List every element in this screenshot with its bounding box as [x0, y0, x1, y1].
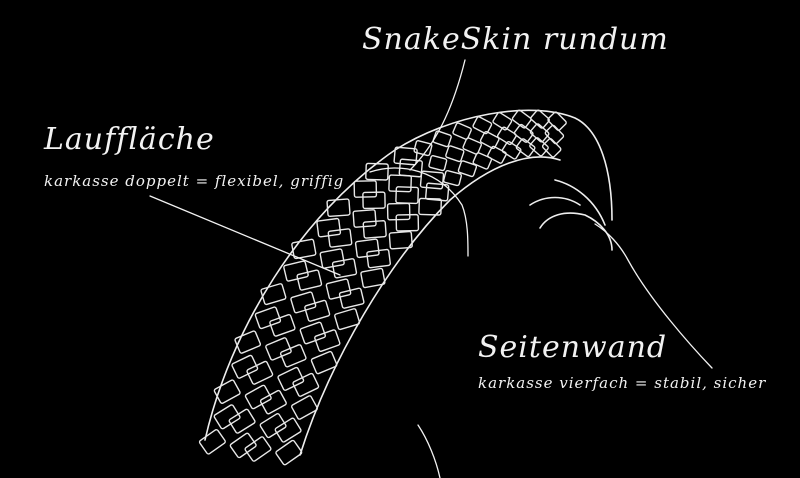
tread-knob — [360, 267, 386, 289]
tread-knob — [213, 379, 241, 404]
annotation-tread-title: Lauffläche — [44, 122, 215, 157]
tread-knob — [362, 220, 387, 239]
tire-bead — [539, 212, 613, 251]
tread-knob — [445, 145, 465, 163]
annotation-snakeskin: SnakeSkin rundum — [362, 22, 669, 57]
tread-knob — [393, 146, 418, 166]
tread-knob — [254, 306, 282, 330]
pointer-snakeskin — [369, 59, 469, 257]
tread-knob — [362, 191, 386, 210]
tread-knob — [452, 122, 472, 140]
tread-knob — [515, 138, 536, 158]
tread-knob — [234, 330, 262, 354]
tread-knob — [314, 329, 341, 352]
tread-knob — [432, 130, 452, 148]
tire-sidewall-band — [554, 179, 606, 226]
tread-knob — [198, 429, 226, 455]
tread-knob — [418, 197, 442, 216]
tread-knob — [259, 413, 287, 439]
tread-knob — [269, 314, 296, 337]
tread-knob — [366, 248, 391, 269]
tread-knob — [395, 213, 420, 232]
annotation-tread-note: karkasse doppelt = flexibel, griffig — [44, 172, 345, 190]
annotation-sidewall-note: karkasse vierfach = stabil, sicher — [478, 374, 767, 392]
tread-knob — [331, 258, 358, 279]
tread-knob — [334, 308, 361, 331]
tread-knob — [353, 180, 378, 198]
tread-knob — [395, 186, 419, 205]
tread-knobs — [198, 109, 567, 466]
tread-knob — [325, 278, 352, 300]
tire-inner-edge — [299, 156, 561, 456]
tread-knob — [428, 155, 448, 172]
tread-knob — [365, 162, 389, 181]
tread-knob — [291, 238, 317, 260]
tread-knob — [352, 209, 377, 228]
tread-knob — [388, 230, 413, 250]
tread-knob — [541, 138, 562, 158]
tread-knob — [425, 182, 450, 202]
tread-knob — [386, 202, 411, 221]
tread-knob — [496, 126, 517, 146]
tread-knob — [296, 269, 323, 291]
tread-knob — [316, 217, 342, 238]
tread-knob — [487, 145, 507, 164]
tread-knob — [299, 321, 326, 345]
tread-knob — [457, 160, 478, 178]
tread-knob — [442, 170, 463, 187]
tread-knob — [327, 228, 353, 248]
tread-knob — [228, 408, 256, 434]
tread-knob — [513, 123, 534, 143]
tread-knob — [398, 158, 423, 178]
tread-knob — [388, 174, 412, 193]
tread-knob — [529, 123, 550, 143]
tread-knob — [283, 260, 309, 282]
tread-knob — [530, 109, 550, 129]
tread-knob — [213, 404, 241, 430]
tread-knob — [291, 395, 318, 420]
tread-knob — [501, 141, 522, 160]
tread-knob — [462, 137, 482, 155]
tread-knob — [472, 116, 493, 135]
tread-knob — [479, 130, 500, 150]
annotation-sidewall-title: Seitenwand — [478, 330, 668, 365]
tire-outer-edge — [204, 109, 613, 441]
pointer-seitenwand — [594, 223, 713, 369]
pointer-laufflaeche — [149, 195, 341, 276]
tread-knob — [279, 344, 307, 368]
tread-knob — [304, 299, 331, 322]
tread-knob — [338, 287, 365, 309]
tread-knob — [274, 417, 302, 443]
tread-knob — [292, 372, 320, 397]
tread-knob — [246, 360, 274, 385]
tire-sidewall-inner — [529, 196, 581, 206]
tread-knob — [326, 198, 351, 218]
tread-knob — [260, 283, 287, 306]
tread-knob — [275, 439, 303, 466]
tread-knob — [511, 109, 532, 129]
tread-knob — [413, 140, 433, 157]
tread-knob — [290, 291, 317, 314]
tread-knob — [244, 436, 272, 462]
tread-knob — [529, 137, 549, 157]
tread-knob — [259, 389, 287, 415]
pointer-bottom — [417, 424, 441, 478]
tread-knob — [244, 384, 272, 410]
tread-knob — [472, 152, 493, 170]
tread-knob — [354, 238, 380, 259]
tread-knob — [229, 432, 257, 459]
tread-knob — [492, 111, 513, 131]
tread-knob — [310, 350, 338, 375]
